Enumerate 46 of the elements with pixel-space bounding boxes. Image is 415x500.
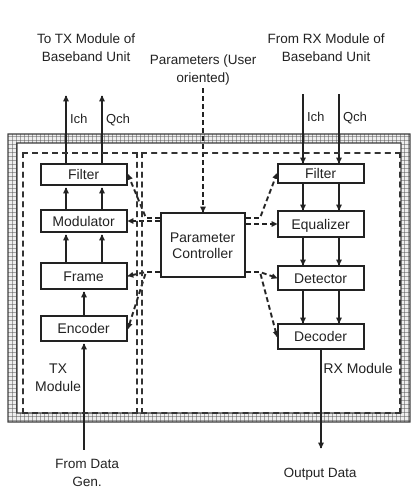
arrow <box>336 238 342 266</box>
process-box: Encoder <box>40 314 128 342</box>
process-box: Decoder <box>276 322 364 350</box>
arrow <box>300 94 306 164</box>
process-box: Detector <box>276 264 364 290</box>
arrow <box>336 94 342 164</box>
process-box: Filter <box>40 162 128 186</box>
signal-label: To TX Module of Baseband Unit <box>36 30 136 66</box>
arrow <box>99 95 105 163</box>
arrow <box>63 234 69 262</box>
signal-label: Output Data <box>284 464 356 482</box>
arrow <box>99 187 105 209</box>
module-region <box>141 152 401 414</box>
edge-label: Qch <box>105 112 131 126</box>
process-box: Filter <box>276 162 364 184</box>
arrow <box>200 88 206 213</box>
arrow <box>127 218 160 224</box>
arrow <box>81 291 87 315</box>
arrow <box>300 184 306 211</box>
arrow <box>127 174 160 219</box>
signal-label: Parameters (User oriented) <box>148 51 258 87</box>
arrow <box>318 350 324 449</box>
arrow <box>99 234 105 262</box>
arrow <box>63 187 69 209</box>
arrow <box>126 271 160 330</box>
process-box: Modulator <box>40 208 128 232</box>
module-region <box>22 152 138 414</box>
process-box: Equalizer <box>276 210 364 238</box>
process-box: Frame <box>40 262 128 290</box>
arrow <box>336 291 342 324</box>
signal-label: From RX Module of Baseband Unit <box>266 30 386 66</box>
process-box: Parameter Controller <box>160 212 246 278</box>
arrow <box>300 238 306 266</box>
signal-label: From Data Gen. <box>54 455 120 491</box>
arrow <box>300 291 306 324</box>
arrow <box>336 184 342 211</box>
edge-label: Qch <box>342 110 368 124</box>
arrow <box>81 343 87 450</box>
arrow <box>246 172 278 219</box>
module-label: TX Module <box>34 360 82 395</box>
arrow <box>246 271 279 338</box>
edge-label: Ich <box>306 110 326 124</box>
module-label: RX Module <box>322 360 394 378</box>
arrow <box>246 221 278 227</box>
arrow <box>63 95 69 163</box>
edge-label: Ich <box>69 112 88 126</box>
